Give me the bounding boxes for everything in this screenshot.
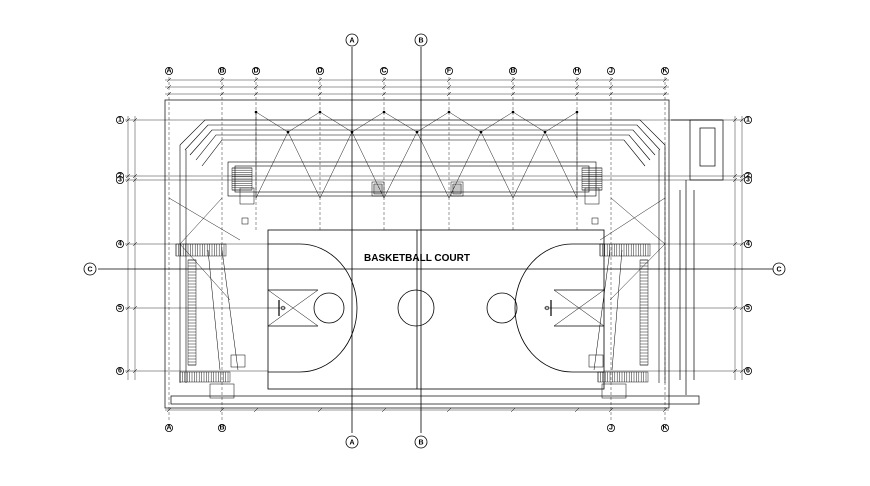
svg-text:5: 5 — [746, 305, 750, 312]
svg-text:4: 4 — [746, 241, 750, 248]
row-bubble-right: 1 — [744, 116, 753, 125]
svg-text:A: A — [166, 425, 171, 432]
column-bubble-bottom: J — [607, 423, 616, 432]
row-bubble-left: 4 — [116, 239, 125, 248]
row-grid-lines — [125, 119, 745, 372]
three-point-arc-left — [268, 243, 358, 373]
roof-truss — [168, 111, 666, 301]
svg-text:K: K — [662, 425, 667, 432]
column-bubble-bottom: A — [164, 423, 173, 432]
column-bubble-top: K — [661, 67, 670, 76]
key-lane-right — [554, 289, 604, 327]
column-bubble-top: B — [217, 67, 226, 76]
key-lane-left — [268, 289, 318, 327]
row-bubble-right: 6 — [744, 366, 753, 375]
svg-text:A: A — [349, 440, 354, 447]
column-bubble-top: D — [251, 67, 260, 76]
svg-text:H: H — [574, 68, 579, 75]
svg-text:6: 6 — [118, 368, 122, 375]
row-bubble-left: 1 — [116, 116, 125, 125]
row-bubble-left: 3 — [116, 175, 125, 184]
stair-hatching — [175, 167, 651, 383]
svg-text:B: B — [219, 425, 224, 432]
svg-text:B: B — [510, 68, 515, 75]
grid-bubbles: ABABCCABDDCFBHJKABJK123456123456 — [83, 33, 786, 449]
svg-text:1: 1 — [118, 117, 122, 124]
svg-text:5: 5 — [118, 305, 122, 312]
column-bubble-top: D — [315, 67, 324, 76]
svg-text:A: A — [349, 38, 354, 45]
svg-text:K: K — [662, 68, 667, 75]
svg-text:3: 3 — [118, 177, 122, 184]
court-boundary — [267, 229, 605, 390]
row-bubble-right: 5 — [744, 303, 753, 312]
plan-details — [207, 181, 627, 399]
free-throw-circle-right — [486, 292, 518, 324]
svg-text:D: D — [317, 68, 322, 75]
svg-text:1: 1 — [746, 117, 750, 124]
column-bubble-top: H — [573, 67, 582, 76]
building-outline — [164, 99, 724, 409]
column-bubble-bottom: B — [217, 423, 226, 432]
grid-bubble-left-c: C — [83, 262, 97, 276]
seating-perimeter — [179, 119, 666, 383]
svg-text:C: C — [87, 267, 92, 274]
svg-text:J: J — [609, 68, 613, 75]
svg-text:C: C — [381, 68, 386, 75]
column-bubble-top: F — [444, 67, 453, 76]
free-throw-circle-left — [313, 292, 345, 324]
svg-text:J: J — [609, 425, 613, 432]
svg-text:A: A — [166, 68, 171, 75]
grid-bubble-bottom-b: B — [414, 435, 428, 449]
svg-text:B: B — [418, 440, 423, 447]
row-bubble-right: 3 — [744, 175, 753, 184]
column-bubble-top: C — [379, 67, 388, 76]
main-axes — [98, 47, 773, 433]
grid-bubble-top-a: A — [345, 33, 359, 47]
grid-bubble-top-b: B — [414, 33, 428, 47]
truss-nodes — [254, 110, 579, 134]
column-bubble-top: J — [607, 67, 616, 76]
svg-text:D: D — [253, 68, 258, 75]
svg-text:3: 3 — [746, 177, 750, 184]
dimension-lines — [127, 79, 743, 411]
svg-text:B: B — [219, 68, 224, 75]
basketball-court — [267, 229, 605, 390]
dimension-ticks — [125, 77, 745, 413]
svg-text:4: 4 — [118, 241, 122, 248]
svg-text:F: F — [447, 68, 452, 75]
grid-bubble-right-c: C — [772, 262, 786, 276]
row-bubble-right: 4 — [744, 239, 753, 248]
column-bubble-bottom: K — [661, 423, 670, 432]
column-bubble-top: B — [508, 67, 517, 76]
three-point-arc-right — [514, 243, 604, 373]
center-circle — [397, 289, 435, 327]
svg-text:C: C — [776, 267, 781, 274]
row-bubble-left: 6 — [116, 366, 125, 375]
court-title: BASKETBALL COURT — [364, 253, 470, 264]
svg-text:6: 6 — [746, 368, 750, 375]
column-bubble-top: A — [164, 67, 173, 76]
svg-text:B: B — [418, 38, 423, 45]
grid-bubble-bottom-a: A — [345, 435, 359, 449]
row-bubble-left: 5 — [116, 303, 125, 312]
